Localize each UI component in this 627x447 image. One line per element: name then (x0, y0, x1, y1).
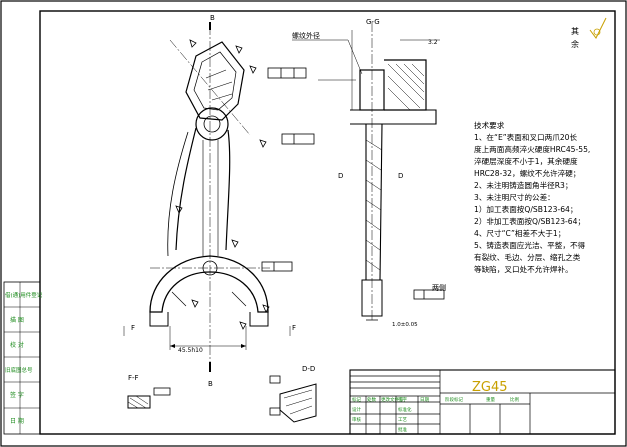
roughness-check-icon (589, 17, 607, 39)
cut-d2-label: D (398, 172, 403, 180)
stamp-4: 签 字 (10, 391, 24, 399)
tb-row-4: 日期 (420, 397, 429, 403)
tech-line: 度上两面高频淬火硬度HRC45-55, (474, 145, 591, 154)
tb-sign-1: 标准化 (398, 406, 412, 413)
tb-stage-0: 阶段标记 (445, 396, 463, 403)
tb-sign2-0: 审核 (352, 416, 361, 423)
tb-sign-0: 设计 (352, 406, 361, 413)
cut-d-label: D (338, 172, 343, 180)
stamp-0: 借(通)用件登记 (5, 291, 43, 299)
tb-stage-1: 重量 (486, 396, 495, 403)
view-dd (269, 375, 317, 423)
stamp-1: 描 图 (10, 316, 24, 324)
tb-stage-2: 比例 (510, 396, 519, 403)
front-view (123, 22, 291, 372)
thread-callout: 螺纹外径 (292, 31, 320, 40)
tb-row-3: 签字 (398, 396, 407, 403)
dim-right-bottom: 1.0±0.05 (392, 322, 418, 328)
tb-sign2-1: 工艺 (398, 417, 407, 423)
tech-line: 等缺陷，叉口处不允许焊补。 (474, 265, 573, 274)
section-g-label: G-G (366, 18, 380, 26)
section-b-top: B (210, 14, 215, 22)
roughness-top: 3.2 (428, 39, 438, 46)
view-ff (127, 387, 171, 409)
stamp-2: 校 对 (10, 341, 24, 349)
section-view-gg (318, 22, 440, 321)
corner-note-2: 余 (571, 39, 579, 49)
tech-line: 淬硬层深度不小于1，其余硬度 (474, 157, 578, 166)
tb-row-1: 处数 (367, 396, 376, 403)
cut-f-right: F (292, 324, 296, 332)
tb-row-0: 标记 (352, 396, 361, 403)
tech-line: 2、未注明铸造圆角半径R3； (474, 181, 573, 190)
corner-note-1: 其 (571, 27, 579, 36)
dim-bottom: 45.5h10 (178, 347, 203, 354)
section-b-bottom: B (208, 380, 213, 388)
tech-line: HRC28-32，螺纹不允许淬硬； (474, 169, 581, 178)
tb-row-2: 更改文件号 (381, 396, 404, 403)
drawing-frame (39, 10, 616, 435)
stamp-5: 日 期 (10, 417, 24, 425)
left-stamp-column: 借(通)用件登记 描 图 校 对 旧底图总号 签 字 日 期 (3, 281, 43, 435)
tech-line: 3、未注明尺寸的公差： (474, 193, 555, 202)
annotation-marks (175, 39, 445, 330)
view-ff-label: F-F (128, 374, 139, 382)
tech-line: 4、尺寸“C”相差不大于1； (474, 229, 566, 238)
tech-line: 1、在“E”表面和叉口两爪20长 (474, 133, 578, 142)
tech-line: 有裂纹、毛边、分层、缩孔之类 (474, 253, 581, 262)
tech-title: 技术要求 (474, 121, 505, 130)
material-code: ZG45 (472, 380, 508, 395)
tech-line: 2）非加工表面按Q/SB123-64； (474, 217, 586, 226)
technical-requirements: 技术要求 1、在“E”表面和叉口两爪20长 度上两面高频淬火硬度HRC45-55… (474, 120, 624, 276)
stamp-3: 旧底图总号 (5, 366, 33, 374)
tech-line: 1）加工表面按Q/SB123-64； (474, 205, 578, 214)
view-pair-label: 两侧 (432, 283, 446, 292)
view-dd-label: D-D (302, 365, 315, 373)
cut-f-left: F (131, 324, 135, 332)
title-block (349, 369, 616, 435)
tb-sign3-0: 批准 (398, 426, 407, 433)
tech-line: 5、铸造表面应光洁、平整，不得 (474, 241, 586, 250)
